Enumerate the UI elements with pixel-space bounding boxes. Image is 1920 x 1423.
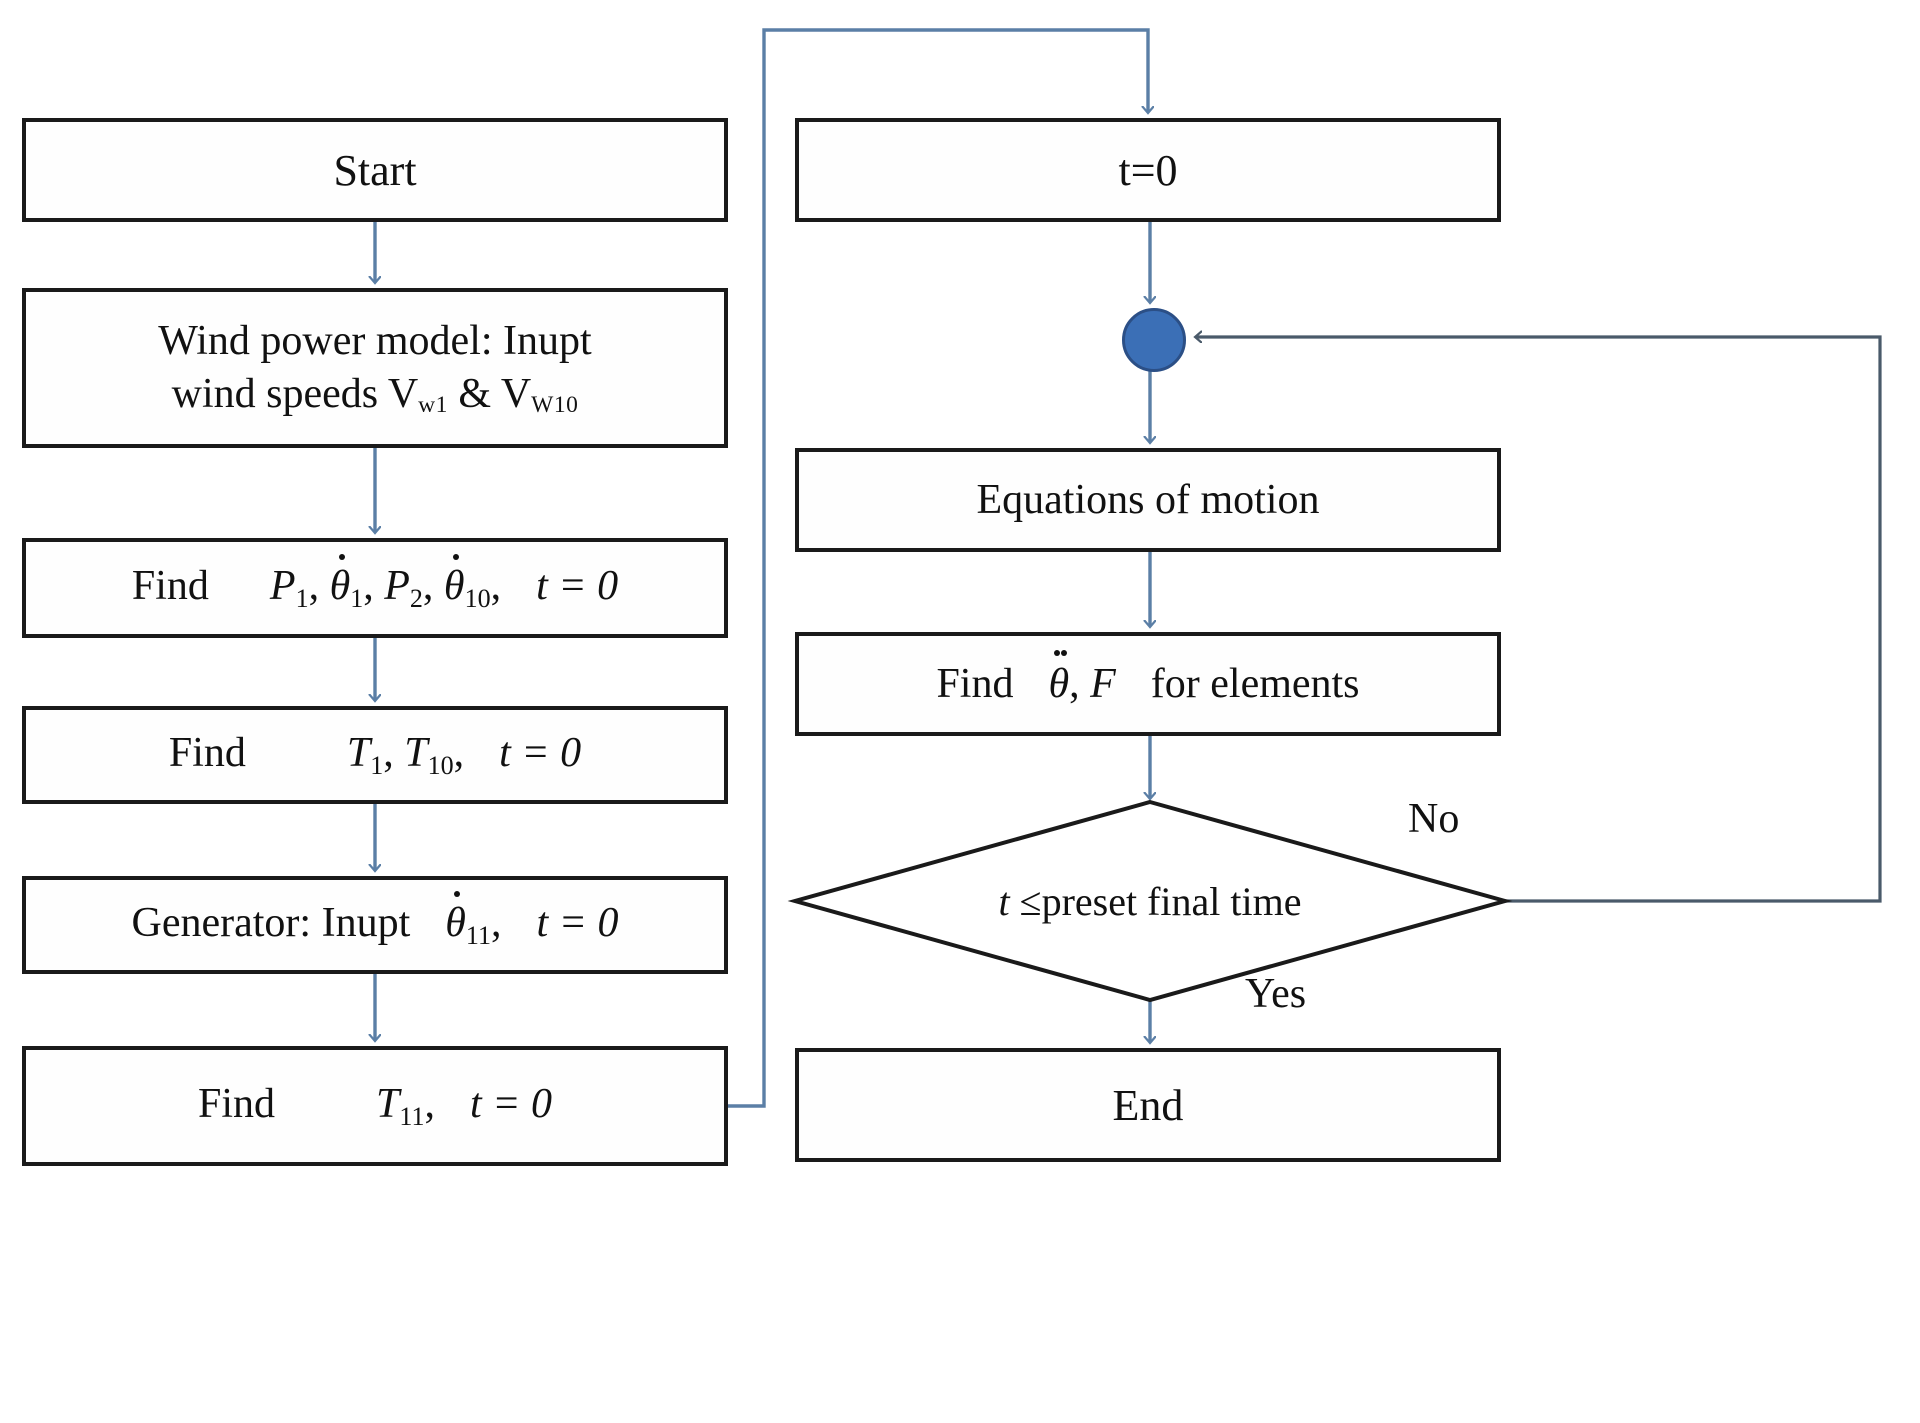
find-acc-var-2: F [1090,660,1116,707]
find-t11-var: T [376,1081,400,1128]
find-p-sep-1: , [308,563,320,610]
find-acc-suffix: for elements [1150,660,1360,707]
find-p-var-4-sub: 10 [464,584,491,614]
find-p-var-1: P [269,563,296,610]
find-p-verb: Find [131,563,209,610]
find-p-var-2-sub: 1 [350,584,364,614]
find-p-sep-2: , [363,563,374,610]
find-t-sep-1: , [383,730,394,777]
generator-verb: Generator: Inupt [131,900,411,947]
find-p-var-4: θ [444,553,465,613]
node-find-power-speed-label: Find P1, θ1, P2, θ10, t = 0 [26,553,724,615]
generator-sep: , [490,900,502,947]
node-find-acceleration-force[interactable]: Find θ, F for elements [795,632,1501,736]
find-acc-verb: Find [936,660,1014,707]
node-wind-power-model-label: Wind power model: Inupt wind speeds Vw1 … [26,315,724,420]
edge-label-yes: Yes [1245,971,1307,1017]
find-p-var-3-sub: 2 [409,584,423,614]
node-equations-of-motion[interactable]: Equations of motion [795,448,1501,552]
find-t-sep-2: , [453,730,465,777]
find-p-sep-3: , [422,563,434,610]
node-generator[interactable]: Generator: Inupt θ11, t = 0 [22,876,728,974]
wind-line-2-prefix: wind speeds V [171,370,419,417]
node-find-torque[interactable]: Find T1, T10, t = 0 [22,706,728,804]
wind-sub-2: W10 [531,392,579,419]
wind-amp: & V [447,370,532,417]
node-find-power-speed[interactable]: Find P1, θ1, P2, θ10, t = 0 [22,538,728,638]
generator-var: θ [445,890,466,950]
decision-text: preset final time [1041,878,1302,924]
node-time-reset-label: t=0 [1118,145,1178,195]
decision-var: t [998,878,1010,924]
node-find-torque-11[interactable]: Find T11, t = 0 [22,1046,728,1166]
find-p-var-3: P [384,563,410,610]
node-start-label: Start [333,145,417,195]
find-t11-sep: , [424,1081,435,1128]
node-start[interactable]: Start [22,118,728,222]
wind-line-1: Wind power model: Inupt [158,318,592,365]
find-t-var-1: T [346,730,371,777]
find-p-var-1-sub: 1 [295,584,309,614]
find-acc-var-1: θ [1048,650,1069,711]
node-wind-power-model[interactable]: Wind power model: Inupt wind speeds Vw1 … [22,288,728,448]
wind-sub-1: w1 [418,392,448,419]
node-find-torque-11-label: Find T11, t = 0 [26,1078,724,1133]
node-decision-final-time-label: t ≤preset final time [795,802,1505,1000]
find-t11-var-sub: 11 [399,1102,425,1132]
find-p-sep-4: , [490,563,502,610]
merge-junction-node[interactable] [1122,308,1186,372]
find-t11-verb: Find [198,1081,276,1128]
node-generator-label: Generator: Inupt θ11, t = 0 [26,890,724,952]
node-end[interactable]: End [795,1048,1501,1162]
generator-var-sub: 11 [465,921,491,951]
edge-label-no: No [1408,796,1460,842]
decision-operator: ≤ [1019,878,1042,924]
generator-time: t = 0 [536,900,619,947]
find-t-var-2: T [404,730,428,777]
node-find-acceleration-force-label: Find θ, F for elements [799,650,1497,711]
find-t11-time: t = 0 [469,1081,552,1128]
find-t-var-1-sub: 1 [370,751,384,781]
node-time-reset[interactable]: t=0 [795,118,1501,222]
find-t-time: t = 0 [499,730,582,777]
node-decision-final-time[interactable]: t ≤preset final time [795,802,1505,1000]
node-end-label: End [1112,1080,1184,1130]
find-t-var-2-sub: 10 [427,751,454,781]
find-p-var-2: θ [330,553,350,613]
node-find-torque-label: Find T1, T10, t = 0 [26,727,724,782]
find-p-time: t = 0 [536,563,619,610]
find-t-verb: Find [168,730,246,777]
node-equations-of-motion-label: Equations of motion [976,476,1320,523]
find-acc-sep: , [1069,660,1080,707]
